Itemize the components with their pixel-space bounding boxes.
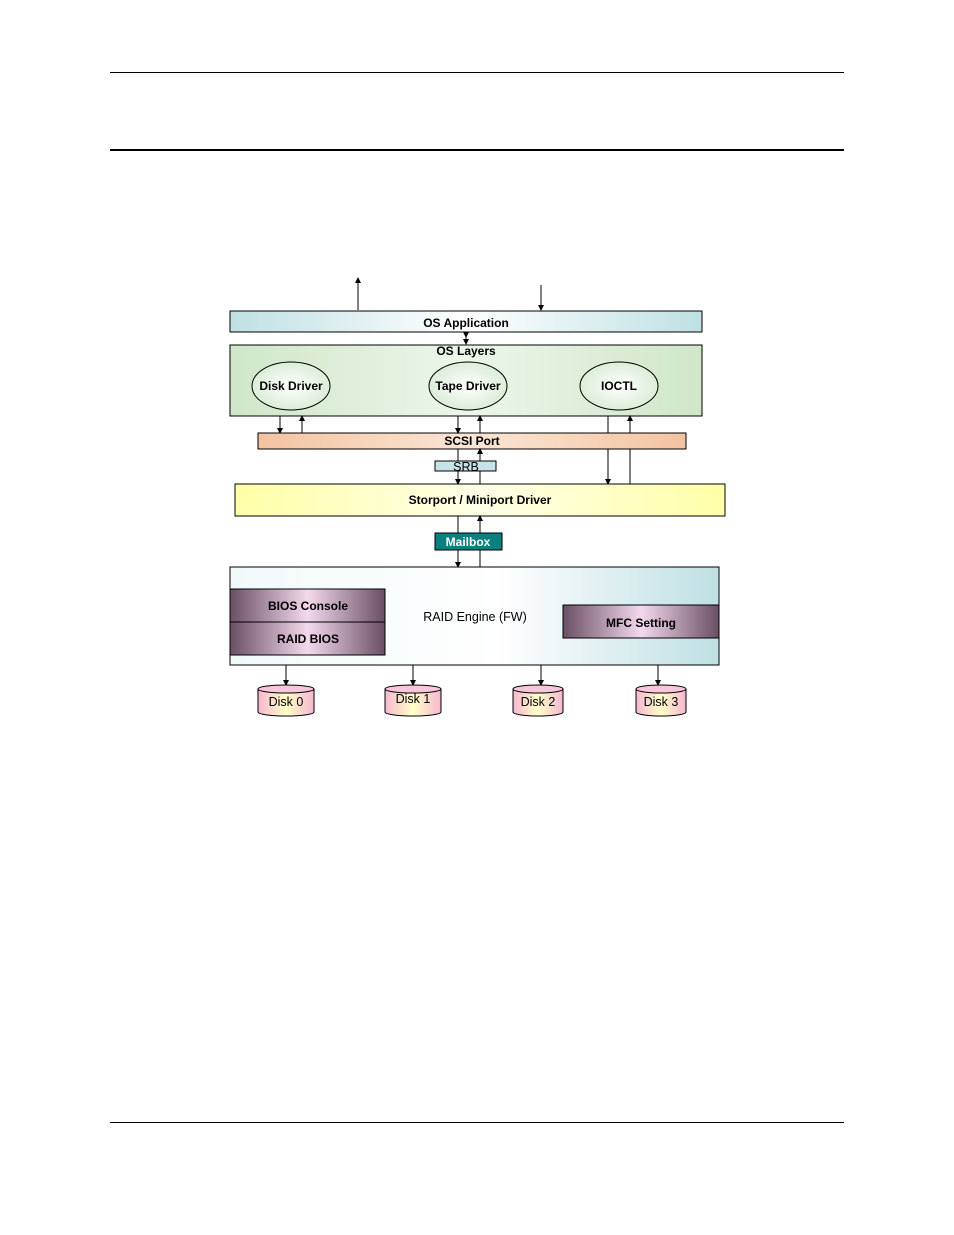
disk-driver-label: Disk Driver xyxy=(259,379,323,393)
tape-driver-label: Tape Driver xyxy=(435,379,500,393)
mfc-setting-label: MFC Setting xyxy=(606,616,676,630)
ioctl-label: IOCTL xyxy=(601,379,637,393)
disk-3-label: Disk 3 xyxy=(644,695,679,709)
scsi-port-label: SCSI Port xyxy=(444,434,499,448)
disk-1-label: Disk 1 xyxy=(396,692,431,706)
raid-engine-label: RAID Engine (FW) xyxy=(423,610,527,624)
raid-bios-label: RAID BIOS xyxy=(277,632,339,646)
storport-driver-label: Storport / Miniport Driver xyxy=(409,493,552,507)
bios-console-label: BIOS Console xyxy=(268,599,348,613)
mailbox-label: Mailbox xyxy=(446,535,491,549)
disk-2-label: Disk 2 xyxy=(521,695,556,709)
srb-label: SRB xyxy=(453,460,479,474)
os-application-label: OS Application xyxy=(423,316,509,330)
disk-0-label: Disk 0 xyxy=(269,695,304,709)
os-layers-label: OS Layers xyxy=(436,344,496,358)
